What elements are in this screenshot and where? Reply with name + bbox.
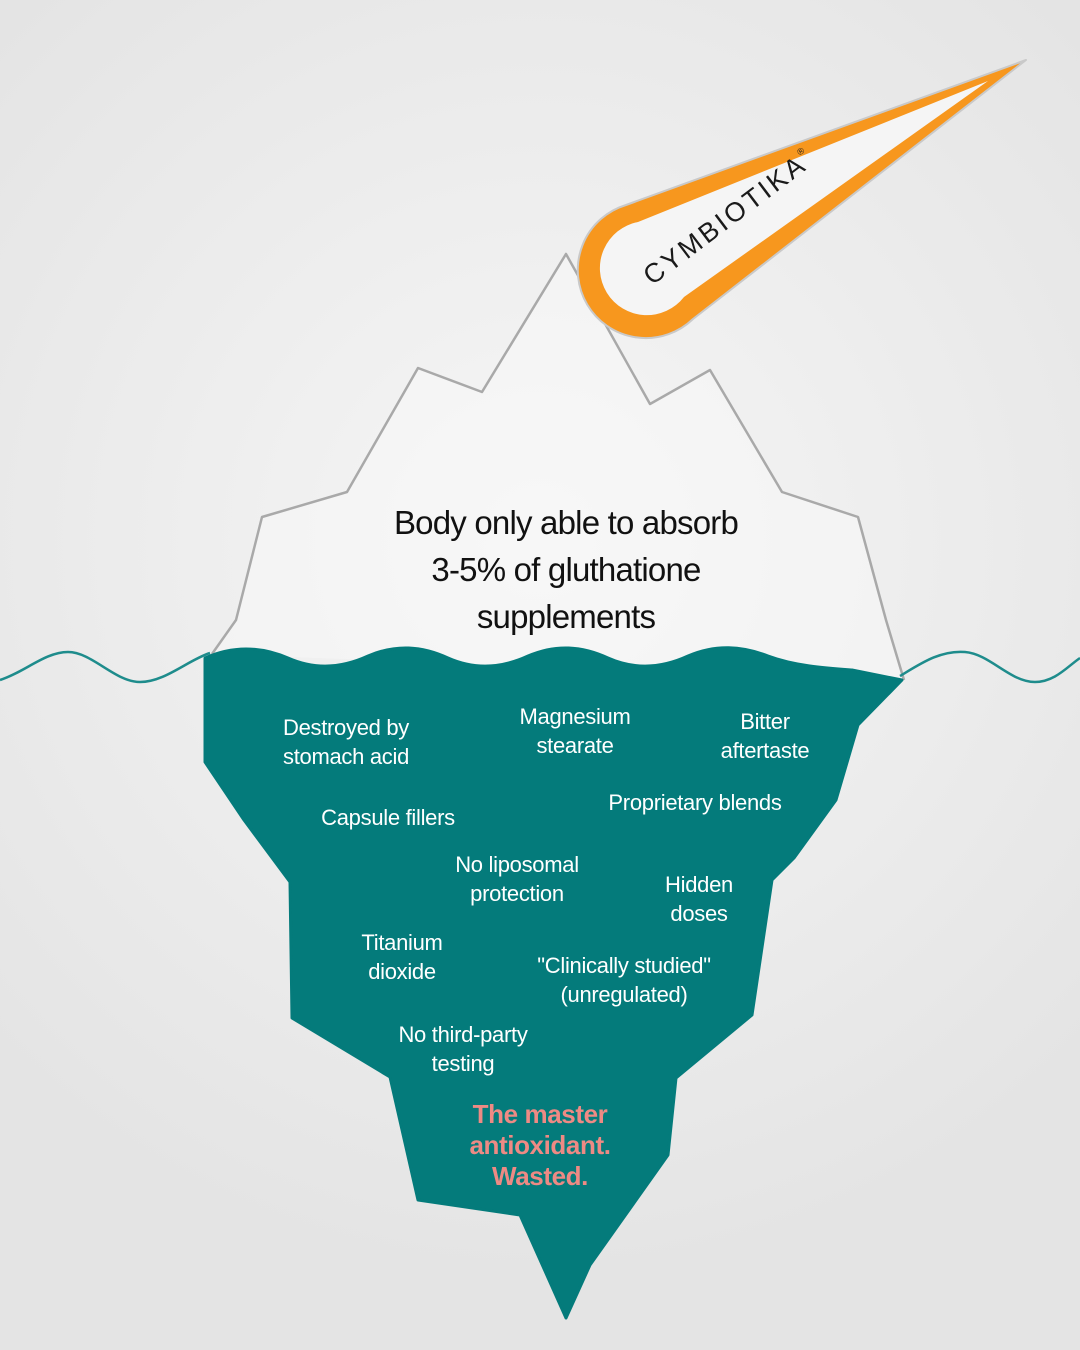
headline: Body only able to absorb 3-5% of gluthat…: [393, 504, 739, 635]
label-liposomal-protection: No liposomal protection: [455, 852, 579, 906]
label-third-party-testing: No third-party testing: [398, 1022, 528, 1076]
label-proprietary-blends: Proprietary blends: [608, 790, 782, 815]
water-line: [0, 650, 1080, 684]
iceberg-tip-outline: [210, 252, 906, 681]
label-hidden-doses: Hidden doses: [665, 872, 733, 926]
comet-inner-fill: [599, 81, 988, 316]
label-titanium-dioxide: Titanium dioxide: [361, 930, 443, 984]
label-clinically-studied: "Clinically studied" (unregulated): [537, 953, 711, 1007]
label-magnesium-stearate: Magnesium stearate: [519, 704, 631, 758]
label-capsule-fillers: Capsule fillers: [321, 805, 455, 830]
label-stomach-acid: Destroyed by stomach acid: [282, 715, 410, 769]
label-bitter-aftertaste: Bitter aftertaste: [720, 709, 810, 763]
tagline: The master antioxidant. Wasted.: [469, 1099, 611, 1191]
brand-comet: CYMBIOTIKA®: [576, 59, 1027, 340]
iceberg-submerged-body: [203, 646, 904, 1320]
